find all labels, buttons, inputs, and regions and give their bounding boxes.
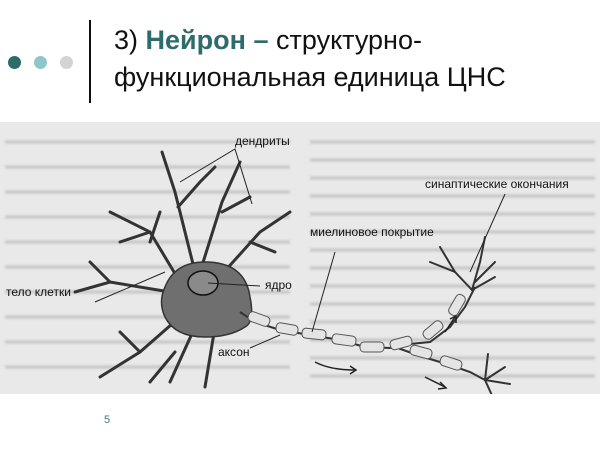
flow-arrows <box>314 314 457 390</box>
page-number: 5 <box>104 414 111 426</box>
myelin-sheath <box>247 293 466 371</box>
nucleus <box>187 270 219 296</box>
dendrites <box>73 150 292 389</box>
bullet-dot-dark <box>8 56 21 69</box>
scan-background <box>0 122 600 394</box>
label-nucleus: ядро <box>265 278 292 292</box>
label-dendrites: дендриты <box>235 134 290 148</box>
label-synaptic-endings: синаптические окончания <box>425 177 569 191</box>
cell-body <box>160 261 253 338</box>
bullet-dot-light <box>34 56 47 69</box>
title-highlight: Нейрон – <box>145 25 269 55</box>
label-myelin: миелиновое покрытие <box>310 225 434 239</box>
bullet-dot-gray <box>60 56 73 69</box>
slide-title: 3) Нейрон – структурно- функциональная е… <box>114 22 506 96</box>
neuron-figure: дендриты синаптические окончания миелино… <box>0 122 600 403</box>
title-line2: функциональная единица ЦНС <box>114 62 506 92</box>
title-prefix: 3) <box>114 25 139 55</box>
label-axon: аксон <box>218 345 250 359</box>
title-rest: структурно- <box>275 25 422 55</box>
title-divider <box>89 20 91 103</box>
leader-lines <box>94 148 506 349</box>
neuron-diagram <box>0 122 600 403</box>
label-cell-body: тело клетки <box>6 285 71 299</box>
